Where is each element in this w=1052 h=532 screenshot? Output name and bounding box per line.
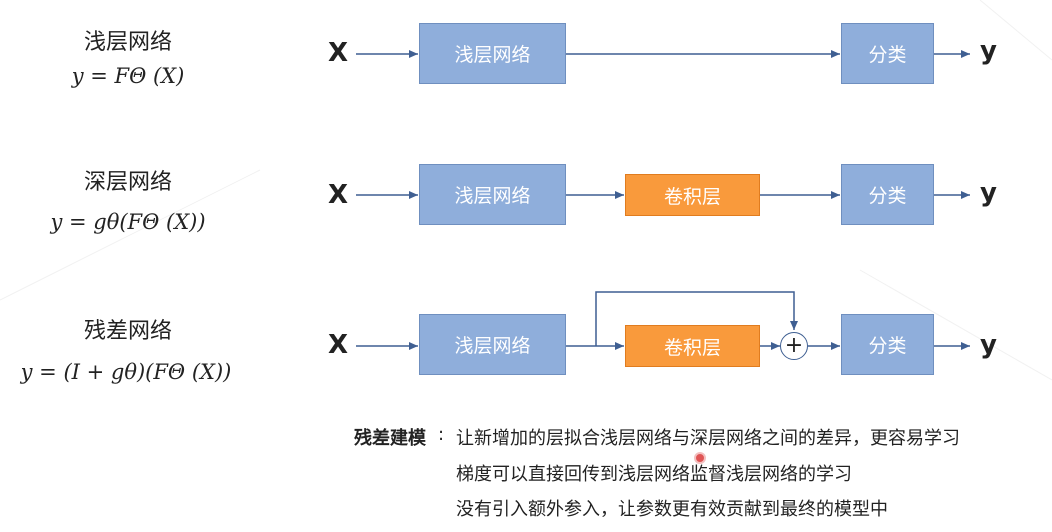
- input-label-x-2: X: [328, 180, 349, 210]
- conv-layer-block-3: 卷积层: [625, 325, 760, 367]
- classify-block-3: 分类: [841, 314, 934, 375]
- notes-heading: 残差建模: [354, 428, 426, 449]
- formula-shallow: y = FΘ (X): [71, 64, 185, 88]
- row-title-residual: 残差网络: [83, 319, 172, 344]
- shallow-net-block-1: 浅层网络: [419, 23, 566, 84]
- formula-residual: y = (I + gθ)(FΘ (X)): [20, 360, 232, 384]
- input-label-x-1: X: [328, 38, 349, 68]
- pointer-marker-icon: [694, 452, 706, 464]
- sum-node-icon: +: [780, 332, 808, 360]
- note-line-2: 梯度可以直接回传到浅层网络监督浅层网络的学习: [456, 464, 852, 485]
- conv-layer-block-2: 卷积层: [625, 174, 760, 216]
- row-title-shallow: 浅层网络: [83, 30, 172, 55]
- note-line-3: 没有引入额外参入，让参数更有效贡献到最终的模型中: [456, 499, 888, 520]
- classify-block-2: 分类: [841, 164, 934, 225]
- shallow-net-block-2: 浅层网络: [419, 164, 566, 225]
- note-line-1: 让新增加的层拟合浅层网络与深层网络之间的差异，更容易学习: [456, 428, 960, 449]
- output-label-y-3: y: [980, 330, 997, 360]
- notes-separator: :: [438, 424, 445, 445]
- skip-connection-arrow: [595, 291, 798, 346]
- classify-block-1: 分类: [841, 23, 934, 84]
- input-label-x-3: X: [328, 330, 349, 360]
- row-title-deep: 深层网络: [83, 170, 172, 195]
- output-label-y-2: y: [980, 178, 997, 208]
- output-label-y-1: y: [980, 36, 997, 66]
- formula-deep: y = gθ(FΘ (X)): [50, 210, 206, 234]
- shallow-net-block-3: 浅层网络: [419, 314, 566, 375]
